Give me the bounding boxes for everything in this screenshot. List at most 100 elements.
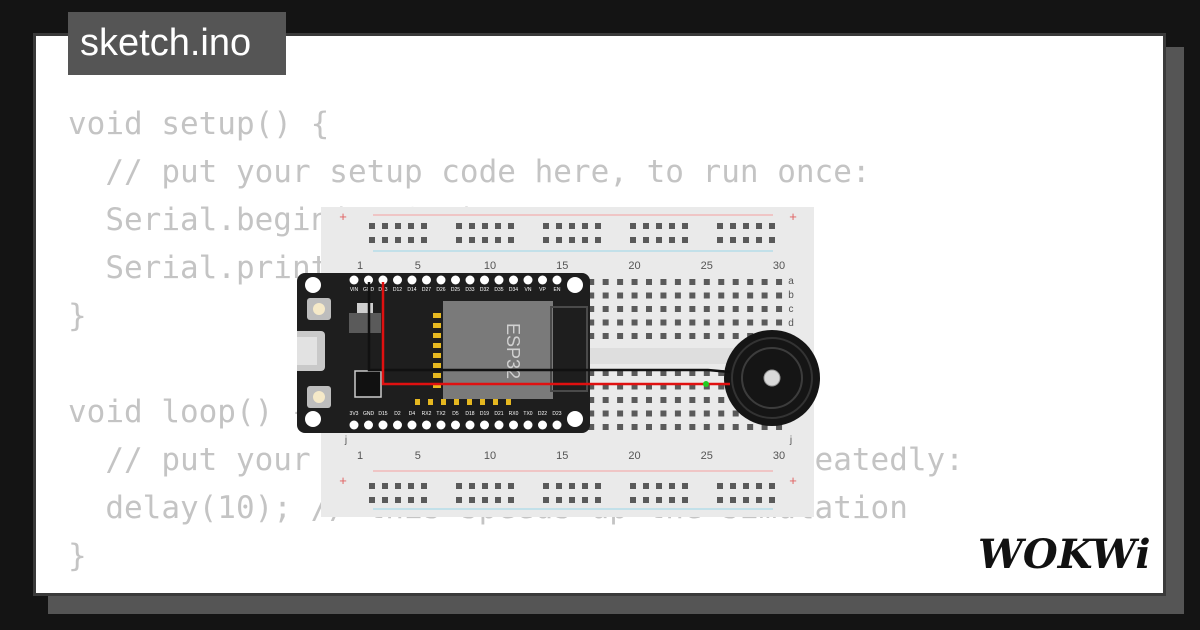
- breadboard-hole[interactable]: [674, 319, 681, 326]
- rail-hole[interactable]: [643, 497, 649, 503]
- rail-hole[interactable]: [369, 497, 375, 503]
- rail-hole[interactable]: [508, 483, 514, 489]
- breadboard-hole[interactable]: [776, 319, 783, 326]
- breadboard-hole[interactable]: [617, 292, 624, 299]
- breadboard-hole[interactable]: [674, 306, 681, 312]
- rail-hole[interactable]: [656, 223, 662, 229]
- breadboard-hole[interactable]: [617, 306, 624, 312]
- breadboard-hole[interactable]: [646, 383, 652, 390]
- breadboard-hole[interactable]: [718, 279, 725, 285]
- rail-hole[interactable]: [595, 497, 601, 503]
- breadboard-hole[interactable]: [602, 424, 609, 430]
- rail-hole[interactable]: [556, 223, 562, 229]
- piezo-buzzer[interactable]: [722, 328, 822, 428]
- breadboard-hole[interactable]: [761, 306, 768, 312]
- pin-header[interactable]: [378, 420, 388, 430]
- breadboard-hole[interactable]: [646, 370, 652, 376]
- rail-hole[interactable]: [369, 237, 375, 243]
- breadboard-hole[interactable]: [631, 370, 638, 376]
- rail-hole[interactable]: [743, 223, 749, 229]
- breadboard-hole[interactable]: [689, 383, 696, 390]
- rail-hole[interactable]: [682, 497, 688, 503]
- breadboard-hole[interactable]: [776, 306, 783, 312]
- breadboard-hole[interactable]: [631, 383, 638, 390]
- rail-hole[interactable]: [743, 483, 749, 489]
- breadboard-hole[interactable]: [703, 306, 710, 312]
- breadboard-hole[interactable]: [689, 319, 696, 326]
- breadboard-hole[interactable]: [761, 279, 768, 285]
- breadboard-hole[interactable]: [588, 410, 595, 417]
- breadboard-hole[interactable]: [747, 319, 754, 326]
- pin-header[interactable]: [378, 275, 388, 285]
- breadboard-hole[interactable]: [703, 279, 710, 285]
- pin-header[interactable]: [494, 420, 504, 430]
- breadboard-hole[interactable]: [689, 333, 696, 339]
- breadboard-hole[interactable]: [617, 410, 624, 417]
- rail-hole[interactable]: [756, 237, 762, 243]
- pin-header[interactable]: [465, 420, 475, 430]
- pin-header[interactable]: [393, 420, 402, 430]
- breadboard-hole[interactable]: [588, 397, 595, 403]
- breadboard-hole[interactable]: [718, 292, 725, 299]
- breadboard-hole[interactable]: [631, 279, 638, 285]
- rail-hole[interactable]: [382, 223, 388, 229]
- breadboard-hole[interactable]: [617, 383, 624, 390]
- breadboard-hole[interactable]: [646, 319, 652, 326]
- rail-hole[interactable]: [769, 237, 775, 243]
- rail-hole[interactable]: [408, 497, 414, 503]
- breadboard-hole[interactable]: [617, 279, 624, 285]
- breadboard-hole[interactable]: [689, 424, 696, 430]
- pin-header[interactable]: [393, 275, 402, 285]
- pin-header[interactable]: [480, 420, 489, 430]
- breadboard-hole[interactable]: [674, 424, 681, 430]
- rail-hole[interactable]: [595, 483, 601, 489]
- breadboard-hole[interactable]: [602, 292, 609, 299]
- rail-hole[interactable]: [582, 223, 588, 229]
- breadboard-hole[interactable]: [588, 424, 595, 430]
- pin-header[interactable]: [523, 275, 533, 285]
- rail-hole[interactable]: [482, 483, 488, 489]
- rail-hole[interactable]: [495, 223, 501, 229]
- rail-hole[interactable]: [630, 223, 636, 229]
- rail-hole[interactable]: [369, 483, 375, 489]
- breadboard-hole[interactable]: [660, 397, 667, 403]
- breadboard-hole[interactable]: [588, 383, 595, 390]
- breadboard-hole[interactable]: [732, 424, 739, 430]
- rail-hole[interactable]: [369, 223, 375, 229]
- rail-hole[interactable]: [495, 237, 501, 243]
- rail-hole[interactable]: [630, 497, 636, 503]
- rail-hole[interactable]: [543, 497, 549, 503]
- rail-hole[interactable]: [630, 237, 636, 243]
- pin-header[interactable]: [538, 275, 547, 285]
- rail-hole[interactable]: [730, 497, 736, 503]
- breadboard-hole[interactable]: [689, 397, 696, 403]
- breadboard-hole[interactable]: [747, 292, 754, 299]
- rail-hole[interactable]: [569, 483, 575, 489]
- esp32-board[interactable]: ESP32 VIN3V3GNDGNDD13D15D12D2D14D4D27RX2…: [297, 273, 590, 433]
- breadboard-hole[interactable]: [660, 370, 667, 376]
- breadboard-hole[interactable]: [689, 370, 696, 376]
- rail-hole[interactable]: [543, 237, 549, 243]
- pin-header[interactable]: [494, 275, 504, 285]
- rail-hole[interactable]: [730, 483, 736, 489]
- breadboard-hole[interactable]: [646, 424, 652, 430]
- rail-hole[interactable]: [421, 497, 427, 503]
- breadboard-hole[interactable]: [732, 292, 739, 299]
- rail-hole[interactable]: [408, 483, 414, 489]
- rail-hole[interactable]: [456, 497, 462, 503]
- breadboard-hole[interactable]: [718, 383, 725, 390]
- breadboard-hole[interactable]: [732, 279, 739, 285]
- breadboard-hole[interactable]: [689, 410, 696, 417]
- rail-hole[interactable]: [482, 237, 488, 243]
- rail-hole[interactable]: [482, 223, 488, 229]
- pin-header[interactable]: [407, 275, 417, 285]
- breadboard-hole[interactable]: [646, 292, 652, 299]
- breadboard-hole[interactable]: [732, 306, 739, 312]
- breadboard-hole[interactable]: [747, 306, 754, 312]
- rail-hole[interactable]: [682, 483, 688, 489]
- breadboard-hole[interactable]: [718, 397, 725, 403]
- breadboard-hole[interactable]: [602, 383, 609, 390]
- pin-header[interactable]: [422, 420, 431, 430]
- rail-hole[interactable]: [495, 497, 501, 503]
- breadboard-hole[interactable]: [776, 292, 783, 299]
